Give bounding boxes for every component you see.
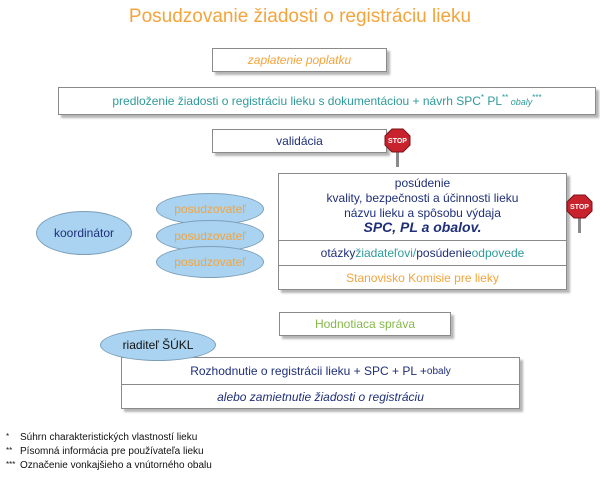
questions-label: otázky bbox=[320, 246, 356, 260]
footnote-text: Súhrn charakteristických vlastností liek… bbox=[20, 432, 198, 443]
submission-step-box: predloženie žiadosti o registráciu lieku… bbox=[58, 87, 596, 115]
applicant-label: žiadateľovi/ bbox=[355, 246, 417, 260]
page-title: Posudzovanie žiadosti o registráciu liek… bbox=[128, 6, 472, 27]
decision-group: Rozhodnutie o registrácii lieku + SPC + … bbox=[121, 357, 520, 409]
assessment-panel: posúdenie kvality, bezpečnosti a účinnos… bbox=[279, 174, 566, 240]
rejection-label: alebo zamietnutie žiadosti o registráciu bbox=[217, 390, 424, 404]
assessment-line-2: kvality, bezpečnosti a účinnosti lieku bbox=[326, 191, 519, 205]
assessment-group: posúdenie kvality, bezpečnosti a účinnos… bbox=[278, 173, 567, 290]
footnote-mark-2: ** bbox=[502, 93, 509, 102]
director-ellipse: riaditeľ ŠÚKL bbox=[100, 329, 216, 361]
assessment-line-4: SPC, PL a obalov. bbox=[363, 219, 482, 235]
committee-opinion-label: Stanovisko Komisie pre lieky bbox=[346, 271, 499, 285]
decision-row: Rozhodnutie o registrácii lieku + SPC + … bbox=[122, 358, 519, 384]
submission-main-text: predloženie žiadosti o registráciu lieku… bbox=[112, 94, 481, 108]
director-label: riaditeľ ŠÚKL bbox=[122, 338, 194, 352]
footnote-mark-3: *** bbox=[532, 93, 542, 102]
questions-row: otázky žiadateľovi/ posúdenie odpovede bbox=[279, 240, 566, 265]
decision-label: Rozhodnutie o registrácii lieku + SPC + … bbox=[190, 364, 427, 378]
footnote-3: *** Označenie vonkajšieho a vnútorného ob… bbox=[6, 460, 212, 471]
submission-step-label: predloženie žiadosti o registráciu lieku… bbox=[112, 93, 542, 109]
stop-sign-icon-2: STOP bbox=[566, 194, 593, 233]
assessor-label-3: posudzovateľ bbox=[174, 255, 246, 269]
assessor-label-1: posudzovateľ bbox=[174, 202, 246, 216]
assessor-ellipse-3: posudzovateľ bbox=[156, 246, 264, 278]
committee-opinion-row: Stanovisko Komisie pre lieky bbox=[279, 265, 566, 290]
coordinator-label: koordinátor bbox=[53, 226, 115, 240]
footnote-text: Písomná informácia pre používateľa lieku bbox=[20, 446, 204, 457]
fee-step-label: zaplatenie poplatku bbox=[247, 53, 352, 67]
fee-step-box: zaplatenie poplatku bbox=[212, 48, 387, 72]
assessment-line-3: názvu lieku a spôsobu výdaja bbox=[344, 206, 501, 220]
decision-obaly-label: obaly bbox=[426, 365, 451, 377]
rejection-row: alebo zamietnutie žiadosti o registráciu bbox=[122, 384, 519, 409]
assessor-label-2: posudzovateľ bbox=[174, 229, 246, 243]
evaluation-report-label: Hodnotiaca správa bbox=[314, 317, 416, 331]
footnote-mark: * bbox=[6, 432, 10, 441]
submission-pl-text: PL bbox=[484, 94, 503, 108]
footnote-mark: *** bbox=[6, 460, 16, 469]
stop-sign-text-2: STOP bbox=[570, 204, 589, 211]
footnote-text: Označenie vonkajšieho a vnútorného obalu bbox=[20, 460, 212, 471]
coordinator-ellipse: koordinátor bbox=[36, 211, 132, 255]
stop-sign-icon: STOP bbox=[384, 128, 411, 167]
answers-label: odpovede bbox=[471, 246, 525, 260]
assessment-line-1: posúdenie bbox=[394, 176, 451, 190]
footnote-1: * Súhrn charakteristických vlastností lie… bbox=[6, 432, 197, 443]
footnote-mark: ** bbox=[6, 446, 13, 455]
validation-step-box: validácia bbox=[212, 129, 387, 153]
submission-obaly-text: obaly bbox=[508, 97, 533, 107]
footnote-2: ** Písomná informácia pre používateľa lie… bbox=[6, 446, 204, 457]
footnote-mark-1: * bbox=[480, 93, 485, 102]
validation-step-label: validácia bbox=[276, 134, 323, 148]
stop-sign-text-1: STOP bbox=[388, 138, 407, 145]
evaluation-report-box: Hodnotiaca správa bbox=[279, 312, 451, 336]
answer-assessment-label: posúdenie bbox=[416, 246, 472, 260]
